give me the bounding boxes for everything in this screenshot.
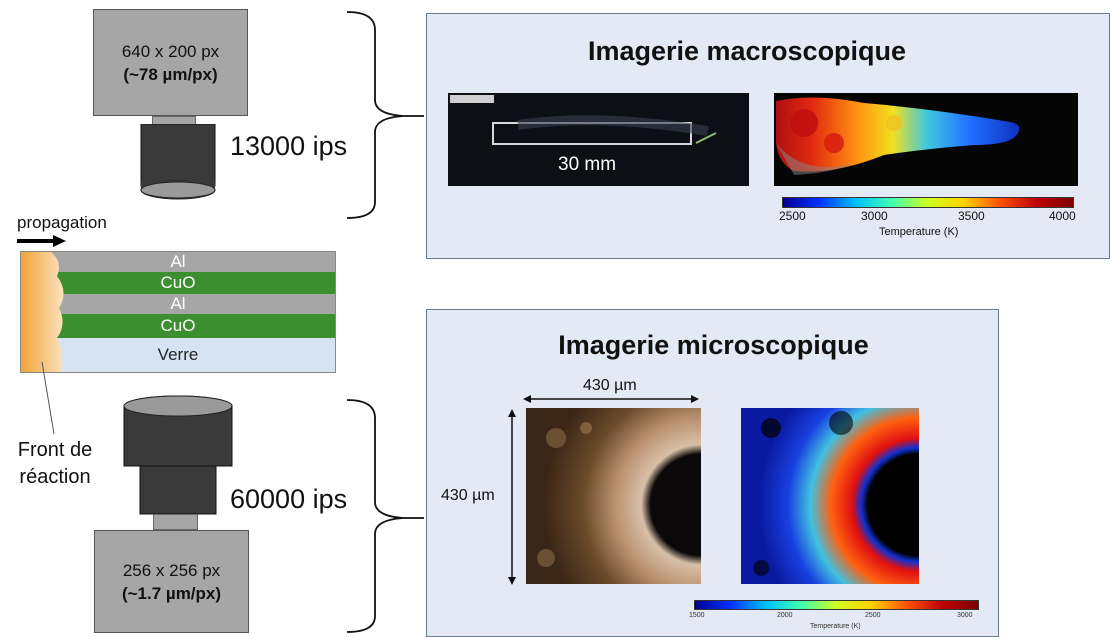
stack-layer-cuo-1: CuO bbox=[21, 272, 335, 294]
micro-temperature-map bbox=[741, 408, 919, 584]
macro-colorbar-tick-3500: 3500 bbox=[958, 209, 985, 223]
micro-colorbar bbox=[694, 600, 979, 610]
reaction-front-pointer bbox=[41, 361, 55, 435]
micro-colorbar-tick-2000: 2000 bbox=[777, 612, 793, 619]
macro-colorbar bbox=[782, 197, 1074, 208]
stack-layer-verre: Verre bbox=[21, 338, 335, 372]
top-frame-rate: 13000 ips bbox=[230, 131, 348, 161]
multilayer-stack: Al CuO Al CuO Verre bbox=[20, 251, 336, 373]
bottom-bracket bbox=[346, 399, 424, 633]
micro-width-arrow-icon bbox=[523, 395, 699, 403]
macro-colorbar-tick-3000: 3000 bbox=[861, 209, 888, 223]
macro-imaging-panel: Imagerie macroscopique 30 mm bbox=[426, 13, 1110, 259]
stack-layer-al-1: Al bbox=[21, 252, 335, 272]
macro-colorbar-title: Temperature (K) bbox=[879, 226, 959, 238]
macro-panel-title: Imagerie macroscopique bbox=[587, 36, 907, 66]
micro-raw-image bbox=[526, 408, 701, 584]
micro-width-label: 430 µm bbox=[583, 377, 637, 394]
micro-panel-title: Imagerie microscopique bbox=[558, 330, 869, 360]
micro-colorbar-tick-1500: 1500 bbox=[689, 612, 705, 619]
bottom-camera-lens-ring bbox=[153, 514, 198, 530]
bottom-camera-resolution: 256 x 256 px bbox=[122, 560, 221, 580]
top-camera-pixel-size: (~78 µm/px) bbox=[123, 64, 218, 84]
reaction-front-label-line1: Front de bbox=[17, 439, 93, 461]
micro-colorbar-tick-3000: 3000 bbox=[957, 612, 973, 619]
reaction-front-glow bbox=[21, 252, 64, 372]
micro-colorbar-tick-2500: 2500 bbox=[865, 612, 881, 619]
propagation-label: propagation bbox=[17, 213, 107, 232]
stack-layer-cuo-2: CuO bbox=[21, 314, 335, 338]
top-camera-resolution: 640 x 200 px bbox=[121, 41, 220, 61]
top-camera-sensor: 640 x 200 px (~78 µm/px) bbox=[93, 9, 248, 116]
macro-colorbar-tick-2500: 2500 bbox=[779, 209, 806, 223]
macro-temperature-map bbox=[774, 93, 1078, 186]
micro-colorbar-title: Temperature (K) bbox=[810, 623, 861, 630]
reaction-front-label-line2: réaction bbox=[19, 466, 91, 488]
macro-scale-label: 30 mm bbox=[558, 154, 617, 175]
bottom-frame-rate: 60000 ips bbox=[230, 484, 348, 514]
macro-colorbar-tick-4000: 4000 bbox=[1049, 209, 1076, 223]
bottom-camera-lens-icon bbox=[123, 395, 233, 515]
macro-toolbar-icon bbox=[450, 95, 494, 103]
bottom-camera-sensor: 256 x 256 px (~1.7 µm/px) bbox=[94, 530, 249, 633]
reaction-front-label: Front de réaction bbox=[5, 437, 105, 491]
top-bracket bbox=[346, 11, 424, 219]
micro-height-arrow-icon bbox=[508, 409, 516, 585]
macro-flame-streak bbox=[517, 115, 717, 144]
propagation-arrow-icon bbox=[17, 235, 66, 247]
bottom-camera-pixel-size: (~1.7 µm/px) bbox=[121, 583, 222, 603]
top-camera-lens-icon bbox=[140, 124, 216, 200]
macro-raw-image: 30 mm bbox=[448, 93, 749, 186]
stack-layer-al-2: Al bbox=[21, 294, 335, 314]
micro-imaging-panel: Imagerie microscopique 430 µm 430 µm bbox=[426, 309, 999, 637]
micro-height-label: 430 µm bbox=[441, 487, 495, 504]
